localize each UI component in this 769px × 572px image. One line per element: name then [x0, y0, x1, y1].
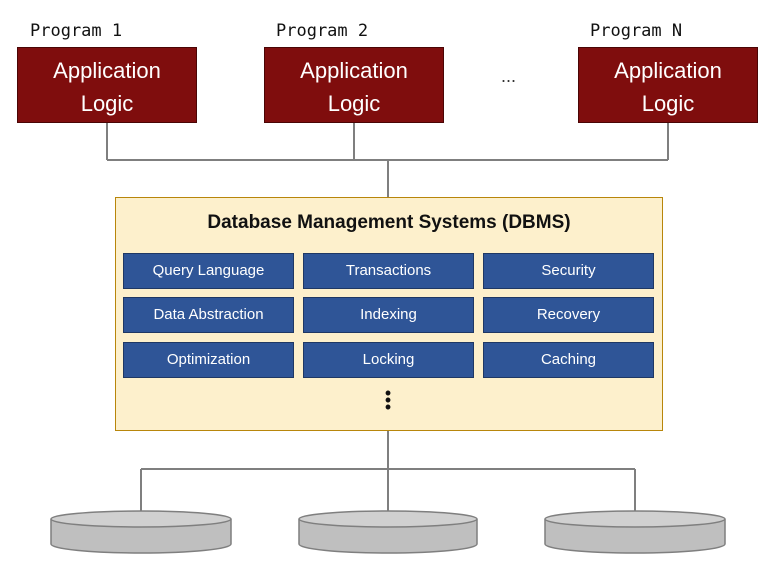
module-data-abstraction: Data Abstraction	[123, 297, 294, 333]
application-logic-line2: Logic	[327, 91, 381, 116]
application-logic-line1: Application	[614, 58, 722, 83]
module-locking: Locking	[303, 342, 474, 378]
application-logic-line1: Application	[53, 58, 161, 83]
module-optimization: Optimization	[123, 342, 294, 378]
application-logic-box-2: Application Logic	[264, 47, 444, 123]
program-label-1: Program 1	[30, 21, 123, 41]
program-label-n: Program N	[590, 21, 683, 41]
dbms-panel: Database Management Systems (DBMS) Query…	[115, 197, 663, 431]
module-caching: Caching	[483, 342, 654, 378]
more-programs-ellipsis: ...	[501, 66, 517, 86]
dot-2: •	[384, 390, 392, 410]
application-logic-line2: Logic	[80, 91, 134, 116]
dbms-title: Database Management Systems (DBMS)	[207, 212, 571, 233]
more-modules-vertical-ellipsis: • • •	[381, 383, 395, 417]
storage-disk-3	[544, 510, 726, 554]
storage-disk-2	[298, 510, 478, 554]
dot-3: •	[384, 397, 392, 417]
module-query-language: Query Language	[123, 253, 294, 289]
application-logic-line2: Logic	[641, 91, 695, 116]
application-logic-box-1: Application Logic	[17, 47, 197, 123]
module-recovery: Recovery	[483, 297, 654, 333]
storage-disk-1	[50, 510, 232, 554]
module-security: Security	[483, 253, 654, 289]
module-indexing: Indexing	[303, 297, 474, 333]
dot-1: •	[384, 383, 392, 403]
module-transactions: Transactions	[303, 253, 474, 289]
program-label-2: Program 2	[276, 21, 369, 41]
application-logic-line1: Application	[300, 58, 408, 83]
application-logic-box-n: Application Logic	[578, 47, 758, 123]
